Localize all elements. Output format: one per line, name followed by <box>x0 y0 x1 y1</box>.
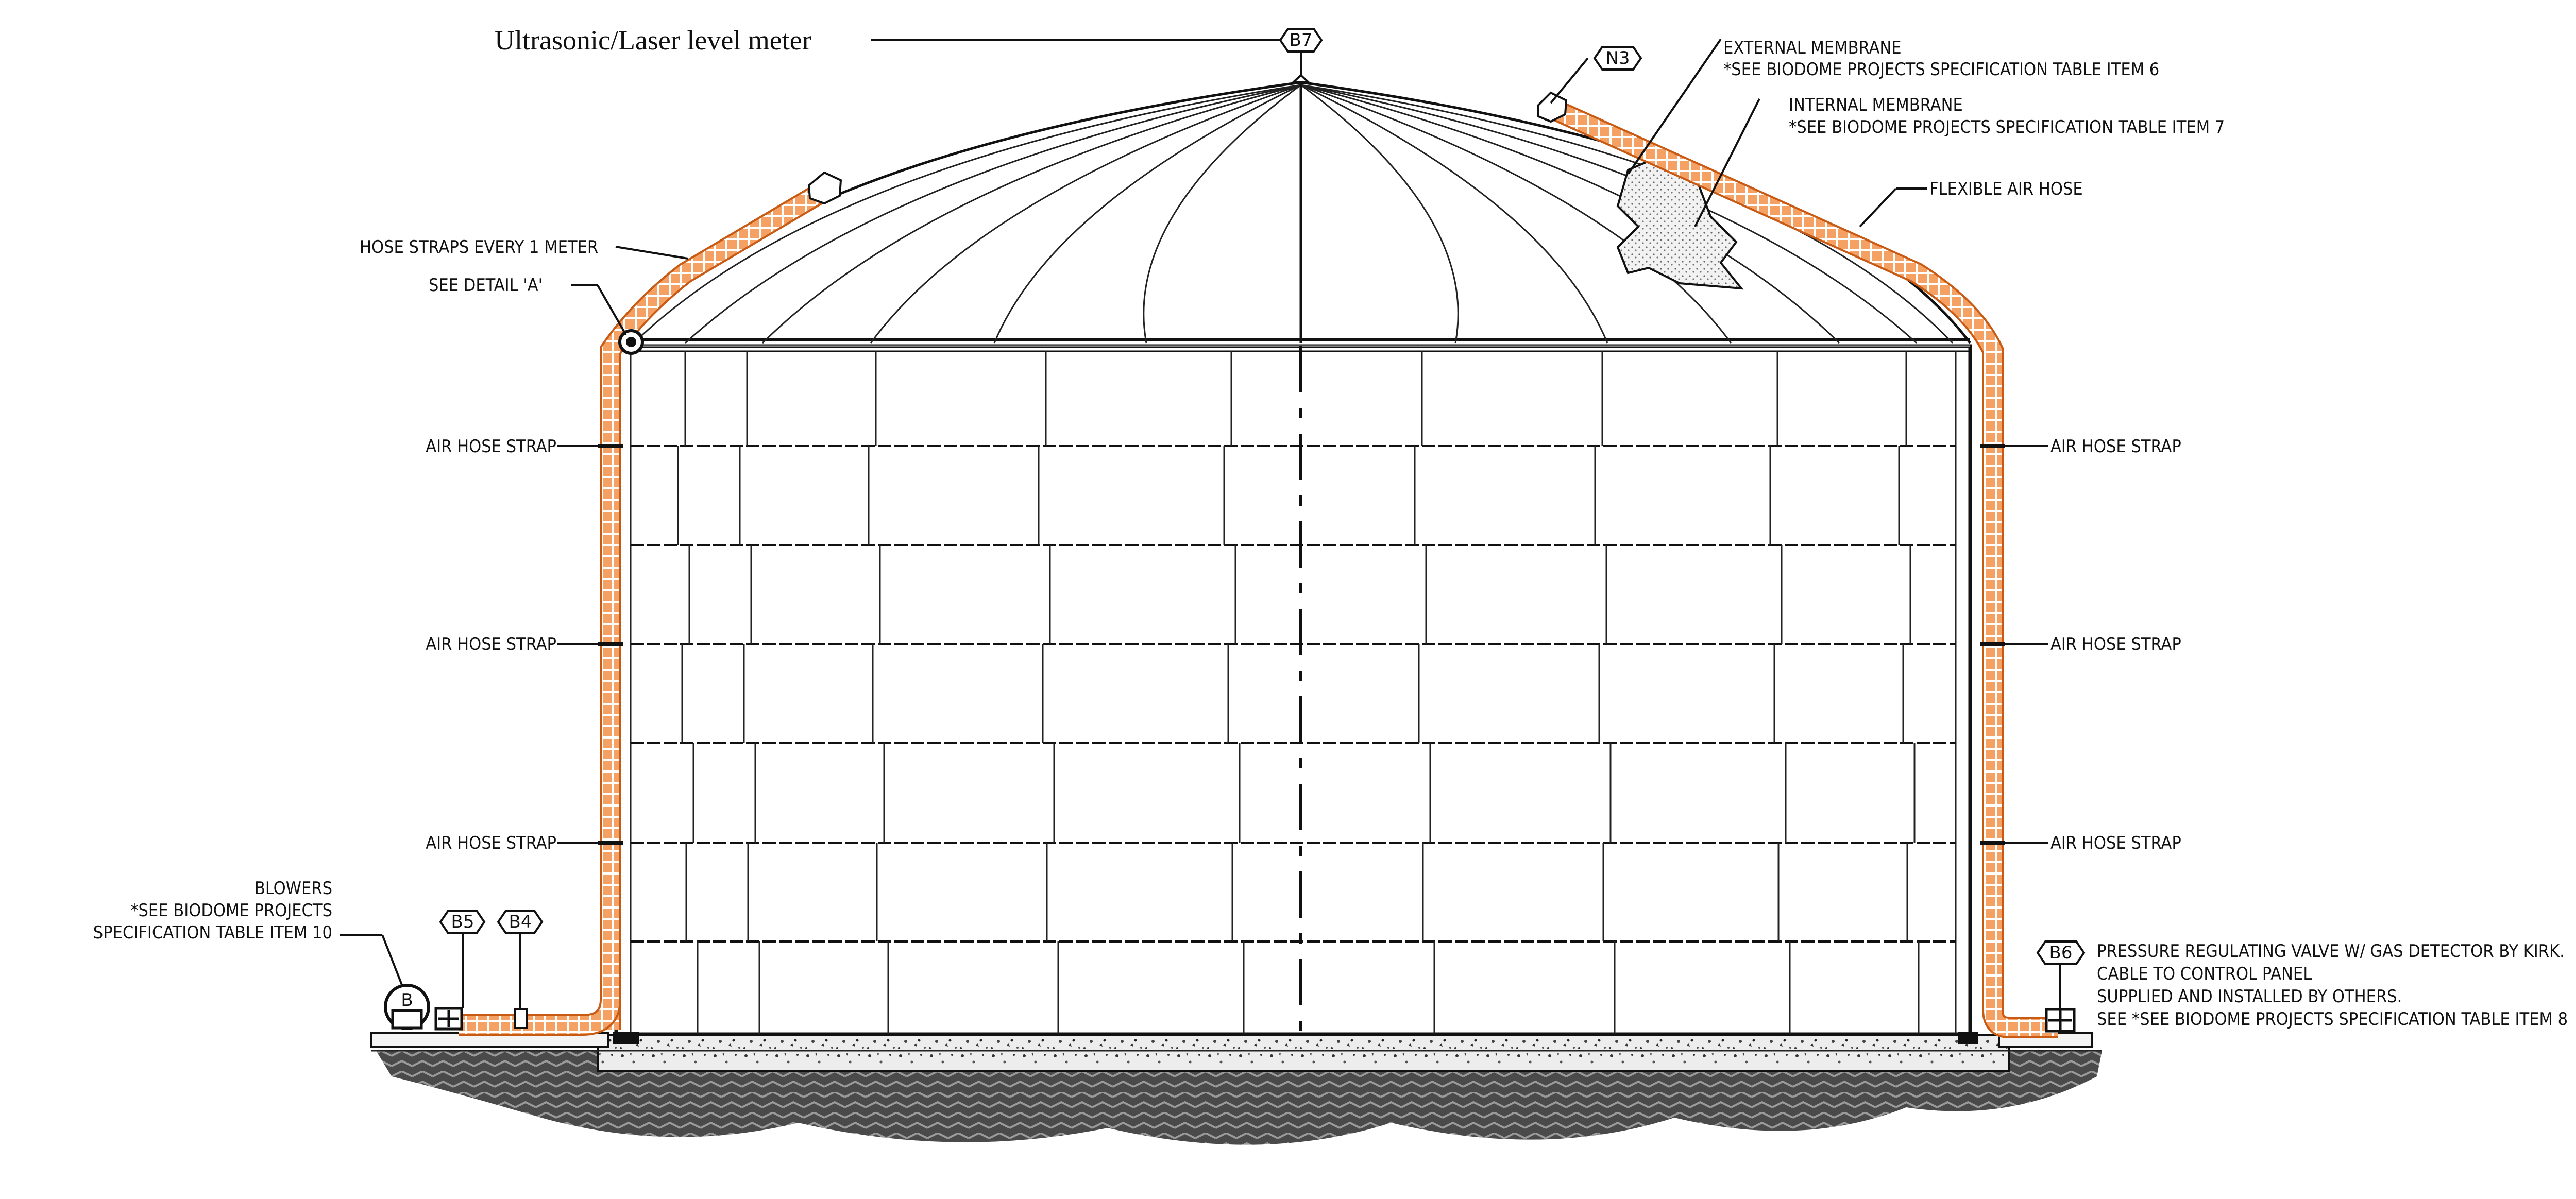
hose-strap <box>598 642 623 646</box>
internal-membrane-callout: INTERNAL MEMBRANE *SEE BIODOME PROJECTS … <box>1789 95 2225 138</box>
svg-text:*SEE BIODOME PROJECTS: *SEE BIODOME PROJECTS <box>130 900 332 921</box>
tag-b5: B5 <box>439 910 486 934</box>
pressure-valve-callout: PRESSURE REGULATING VALVE W/ GAS DETECTO… <box>2097 941 2568 1030</box>
hose-strap <box>1980 444 2005 448</box>
hose-strap <box>598 841 623 845</box>
wall-panel-seams <box>631 351 1956 1034</box>
blowers-callout: BLOWERS *SEE BIODOME PROJECTS SPECIFICAT… <box>93 878 332 943</box>
tag-b6: B6 <box>2036 940 2086 965</box>
svg-text:B7: B7 <box>1290 30 1313 50</box>
svg-text:*SEE BIODOME PROJECTS SPECIFIC: *SEE BIODOME PROJECTS SPECIFICATION TABL… <box>1789 117 2225 138</box>
svg-text:*SEE BIODOME PROJECTS SPECIFIC: *SEE BIODOME PROJECTS SPECIFICATION TABL… <box>1723 59 2159 80</box>
svg-text:BLOWERS: BLOWERS <box>255 878 332 899</box>
svg-text:B6: B6 <box>2049 943 2073 963</box>
svg-text:B4: B4 <box>509 912 532 932</box>
svg-text:SUPPLIED AND INSTALLED BY OTHE: SUPPLIED AND INSTALLED BY OTHERS. <box>2097 986 2402 1007</box>
strap-label-right: AIR HOSE STRAP <box>2050 436 2181 457</box>
level-meter-callout: Ultrasonic/Laser level meter <box>495 25 811 56</box>
svg-text:PRESSURE REGULATING VALVE W/ G: PRESSURE REGULATING VALVE W/ GAS DETECTO… <box>2097 941 2565 962</box>
hose-strap <box>1980 841 2005 845</box>
strap-label-left: AIR HOSE STRAP <box>426 833 556 853</box>
tank-wall <box>613 338 1978 1044</box>
hose-straps-callout: HOSE STRAPS EVERY 1 METER <box>360 237 598 258</box>
dome-fitting-left <box>807 171 842 205</box>
svg-text:INTERNAL MEMBRANE: INTERNAL MEMBRANE <box>1789 95 1963 115</box>
svg-text:SEE *SEE BIODOME PROJECTS SPEC: SEE *SEE BIODOME PROJECTS SPECIFICATION … <box>2097 1009 2568 1030</box>
tag-b7: B7 <box>1279 28 1323 53</box>
b4-fitting <box>514 1008 528 1029</box>
strap-label-right: AIR HOSE STRAP <box>2050 634 2181 655</box>
ground <box>370 1032 2102 1145</box>
hose-strap <box>1980 642 2005 646</box>
n3-fitting <box>1536 91 1568 123</box>
flexible-air-hose <box>459 95 2058 1038</box>
blower-symbol: B <box>401 990 413 1010</box>
svg-text:CABLE TO CONTROL PANEL: CABLE TO CONTROL PANEL <box>2097 964 2312 984</box>
strap-label-left: AIR HOSE STRAP <box>426 436 556 457</box>
strap-labels-right: AIR HOSE STRAP AIR HOSE STRAP AIR HOSE S… <box>2050 436 2181 853</box>
see-detail-callout: SEE DETAIL 'A' <box>429 275 543 296</box>
equipment: B <box>384 91 2076 1033</box>
concrete-foundation <box>597 1034 2010 1072</box>
tag-n3: N3 <box>1593 46 1642 71</box>
tag-b4: B4 <box>497 910 544 934</box>
strap-labels-left: AIR HOSE STRAP AIR HOSE STRAP AIR HOSE S… <box>426 436 556 853</box>
strap-label-right: AIR HOSE STRAP <box>2050 833 2181 853</box>
flexible-air-hose-callout: FLEXIBLE AIR HOSE <box>1929 179 2083 199</box>
external-membrane-callout: EXTERNAL MEMBRANE *SEE BIODOME PROJECTS … <box>1723 38 2159 80</box>
svg-text:N3: N3 <box>1605 48 1630 68</box>
air-hose-straps <box>598 444 2005 845</box>
leader-lines <box>340 38 2061 1009</box>
svg-text:B5: B5 <box>451 912 474 932</box>
strap-label-left: AIR HOSE STRAP <box>426 634 556 655</box>
svg-text:SPECIFICATION TABLE ITEM 10: SPECIFICATION TABLE ITEM 10 <box>93 922 332 943</box>
svg-text:EXTERNAL MEMBRANE: EXTERNAL MEMBRANE <box>1723 38 1902 58</box>
hose-strap <box>598 444 623 448</box>
